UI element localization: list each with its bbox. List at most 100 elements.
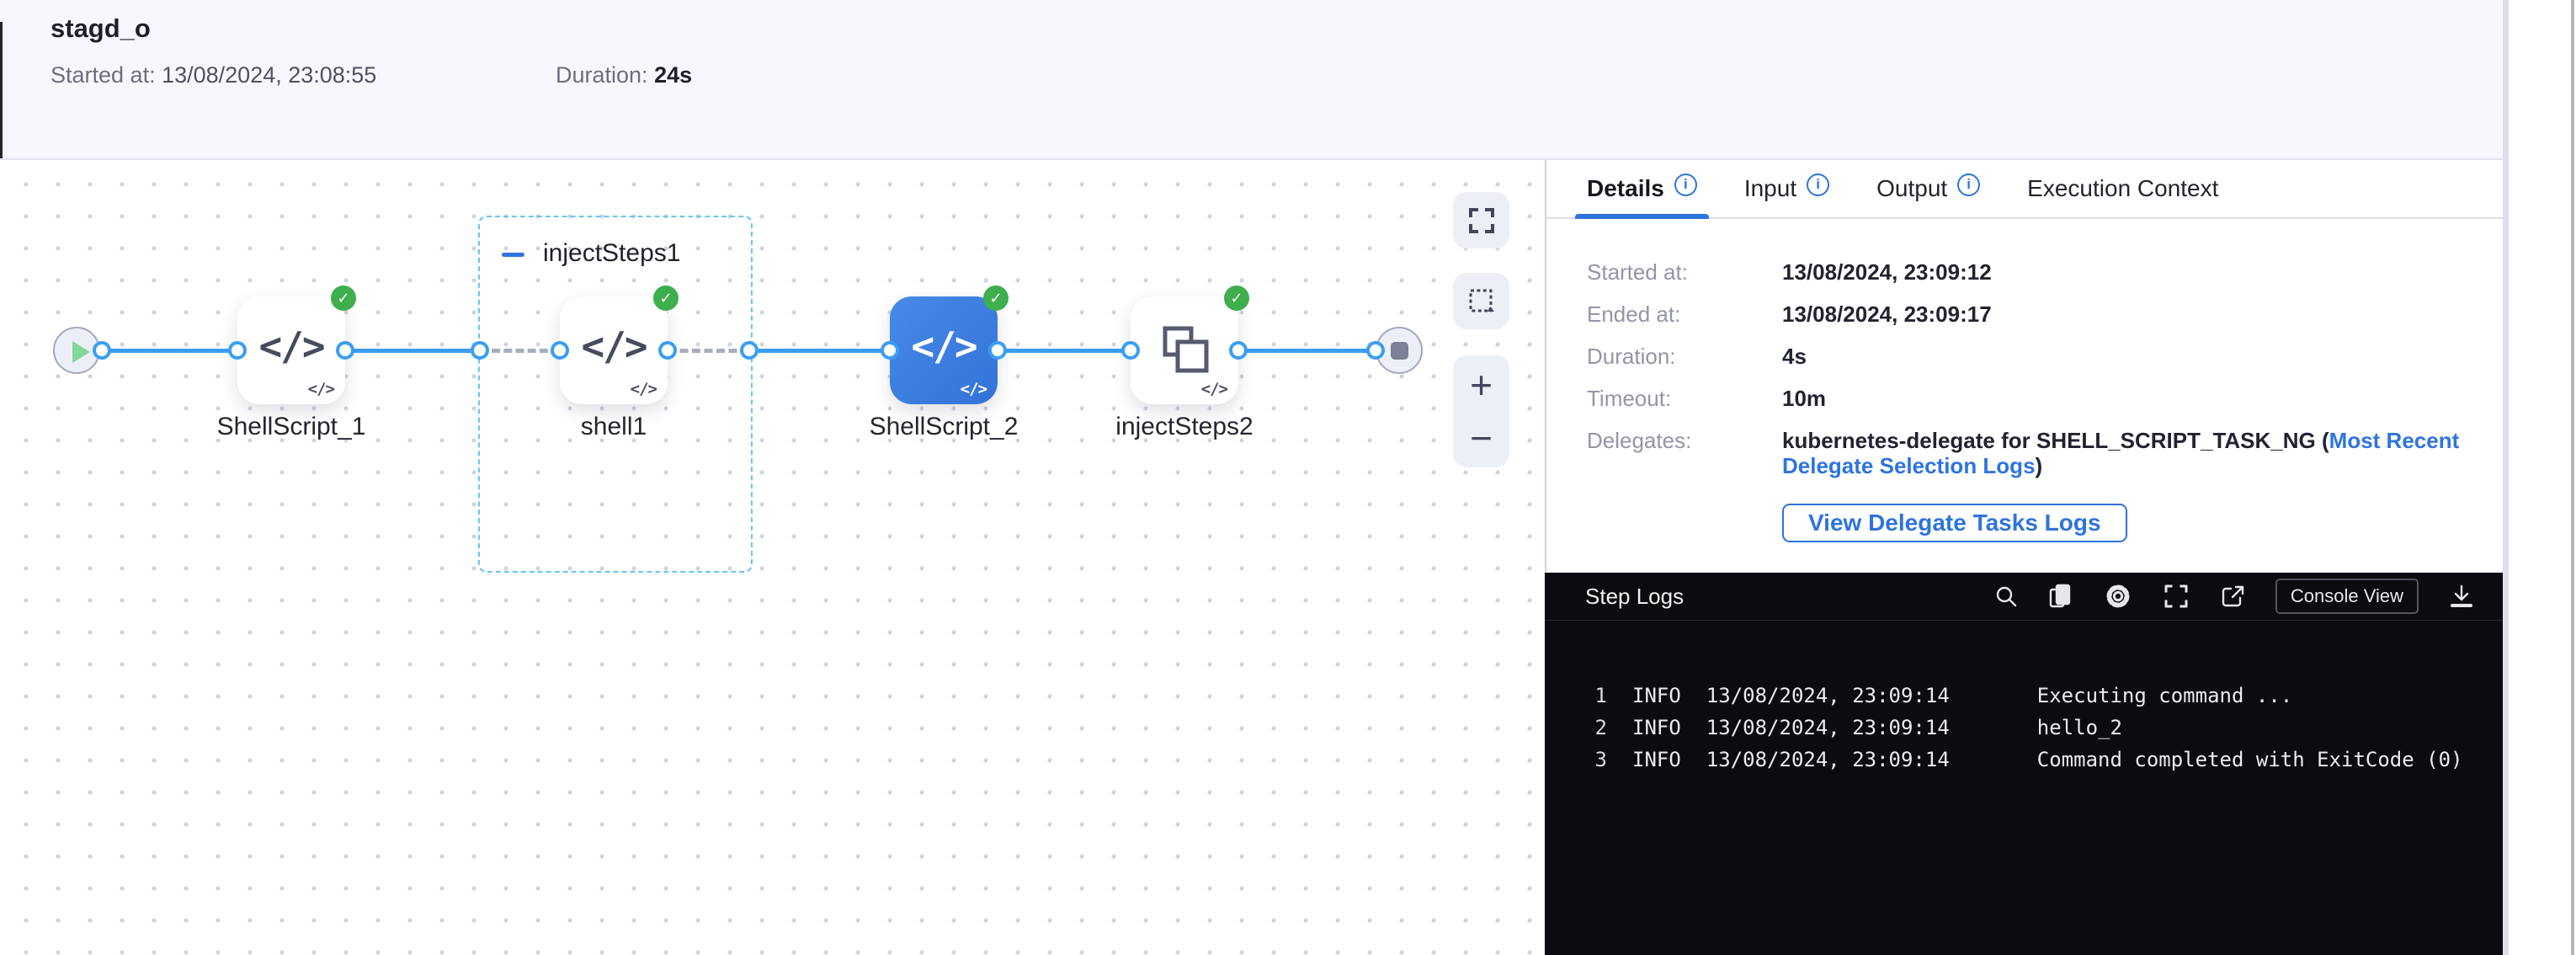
pipeline-link	[102, 349, 237, 353]
step-label[interactable]: shell1	[580, 413, 647, 440]
download-logs-icon[interactable]	[2449, 584, 2474, 609]
detail-row-delegates: Delegates: kubernetes-delegate for SHELL…	[1587, 428, 2469, 478]
script-type-icon: </>	[307, 380, 335, 398]
fit-to-screen-button[interactable]	[1453, 192, 1509, 248]
fullscreen-icon[interactable]	[2163, 583, 2190, 610]
step-logs-actions: Console View	[1994, 579, 2474, 614]
tab-input[interactable]: Input i	[1744, 160, 1830, 217]
step-group-label[interactable]: injectSteps1	[543, 239, 681, 267]
duration-label: Duration:	[556, 62, 648, 88]
zoom-controls: + −	[1453, 355, 1509, 467]
log-line-number: 3	[1594, 748, 1607, 771]
step-label[interactable]: ShellScript_2	[869, 413, 1019, 440]
detail-value: 4s	[1782, 344, 1807, 369]
started-at: Started at: 13/08/2024, 23:08:55	[51, 62, 376, 88]
view-delegate-tasks-logs-button[interactable]: View Delegate Tasks Logs	[1782, 504, 2127, 542]
shell-script-icon: </>	[911, 323, 977, 369]
step-logs-panel: Step Logs Console View	[1545, 573, 2503, 955]
detail-value: 10m	[1782, 386, 1827, 411]
step-label[interactable]: injectSteps2	[1115, 413, 1253, 440]
panel-scrollbar[interactable]	[2503, 0, 2509, 955]
search-icon[interactable]	[1994, 584, 2018, 608]
tab-execution-context[interactable]: Execution Context	[2027, 175, 2219, 201]
step-card-shellscript-2-selected[interactable]: </> </> ✓	[890, 285, 1009, 404]
tab-details[interactable]: Details i	[1575, 160, 1709, 219]
log-timestamp: 13/08/2024, 23:09:14	[1706, 748, 1950, 771]
panel-divider	[1545, 160, 1546, 955]
detail-row-timeout: Timeout: 10m	[1587, 386, 2469, 411]
delegate-selection-logs-link[interactable]: Most Recent Delegate Selection Logs	[1782, 428, 2460, 478]
settings-gear-icon[interactable]	[2104, 582, 2132, 611]
script-type-icon: </>	[1200, 380, 1228, 398]
step-group-injectsteps1[interactable]: injectSteps1	[478, 216, 753, 573]
step-card-injectsteps2[interactable]: </> ✓	[1131, 285, 1249, 404]
zoom-in-button[interactable]: +	[1470, 362, 1493, 407]
log-timestamp: 13/08/2024, 23:09:14	[1706, 684, 1950, 707]
shell-script-icon: </>	[581, 323, 647, 369]
copy-icon[interactable]	[2048, 583, 2073, 610]
detail-label: Duration:	[1587, 344, 1676, 369]
start-node[interactable]	[53, 327, 100, 374]
step-logs-header: Step Logs Console View	[1545, 573, 2503, 621]
delegates-value: kubernetes-delegate for SHELL_SCRIPT_TAS…	[1782, 428, 2460, 478]
pipeline-link	[345, 349, 480, 353]
open-in-new-tab-icon[interactable]	[2220, 584, 2245, 609]
step-card-shellscript-1[interactable]: </> </> ✓	[237, 285, 356, 404]
step-group-icon	[1163, 326, 1209, 373]
log-level: INFO	[1632, 716, 1681, 739]
details-tabs: Details i Input i Output i Execution Con…	[1546, 160, 2503, 219]
marquee-select-button[interactable]	[1453, 273, 1509, 329]
fit-to-screen-icon	[1468, 207, 1494, 233]
info-icon[interactable]: i	[1807, 173, 1830, 196]
log-line: 2 INFO 13/08/2024, 23:09:14 hello_2	[1587, 712, 2503, 744]
log-message: hello_2	[2036, 716, 2122, 739]
log-message: Command completed with ExitCode (0)	[2036, 748, 2463, 771]
stage-header: stagd_o Started at: 13/08/2024, 23:08:55…	[0, 0, 2503, 160]
pipeline-port	[1121, 341, 1140, 360]
step-logs-body[interactable]: 1 INFO 13/08/2024, 23:09:14 Executing co…	[1545, 621, 2503, 776]
pipeline-port	[881, 341, 899, 360]
shell-script-icon: </>	[258, 323, 325, 369]
pipeline-link-dashed	[668, 349, 749, 353]
info-icon[interactable]: i	[1957, 173, 1981, 196]
step-label[interactable]: ShellScript_1	[216, 413, 366, 440]
log-level: INFO	[1632, 684, 1681, 707]
success-check-icon: ✓	[653, 285, 679, 311]
success-check-icon: ✓	[331, 285, 356, 311]
step-card-shell1[interactable]: </> </> ✓	[560, 285, 679, 404]
collapse-group-icon[interactable]	[502, 253, 524, 257]
success-check-icon: ✓	[983, 285, 1009, 311]
pipeline-port	[471, 341, 489, 360]
success-check-icon: ✓	[1224, 285, 1249, 311]
pipeline-canvas[interactable]: injectSteps1 </> <	[0, 162, 1545, 955]
pipeline-port	[93, 341, 111, 360]
log-message: Executing command ...	[2036, 684, 2293, 707]
zoom-out-button[interactable]: −	[1470, 416, 1493, 461]
script-type-icon: </>	[630, 380, 657, 398]
step-details-panel: Details i Input i Output i Execution Con…	[1546, 160, 2503, 573]
pipeline-port	[988, 341, 1007, 360]
left-accent-bar	[0, 22, 3, 158]
script-type-icon: </>	[960, 380, 987, 398]
detail-value: 13/08/2024, 23:09:17	[1782, 301, 1992, 327]
log-line: 1 INFO 13/08/2024, 23:09:14 Executing co…	[1587, 680, 2503, 712]
info-icon[interactable]: i	[1674, 173, 1697, 196]
pipeline-port	[658, 341, 677, 360]
detail-row-duration: Duration: 4s	[1587, 344, 2469, 369]
pipeline-port	[228, 341, 247, 360]
console-view-button[interactable]: Console View	[2275, 579, 2419, 614]
pipeline-port	[551, 341, 569, 360]
started-at-value: 13/08/2024, 23:08:55	[162, 62, 377, 88]
pipeline-port	[336, 341, 354, 360]
play-icon	[72, 341, 90, 363]
log-level: INFO	[1632, 748, 1681, 771]
pipeline-port	[1366, 341, 1385, 360]
tab-output[interactable]: Output i	[1876, 160, 1981, 217]
details-content: Started at: 13/08/2024, 23:09:12 Ended a…	[1546, 219, 2503, 542]
detail-label: Delegates:	[1587, 428, 1692, 453]
duration-value: 24s	[654, 62, 693, 88]
window-scrollbar[interactable]	[2571, 0, 2574, 955]
active-tab-underline	[1575, 214, 1709, 219]
detail-row-ended: Ended at: 13/08/2024, 23:09:17	[1587, 301, 2469, 327]
detail-label: Started at:	[1587, 259, 1688, 285]
